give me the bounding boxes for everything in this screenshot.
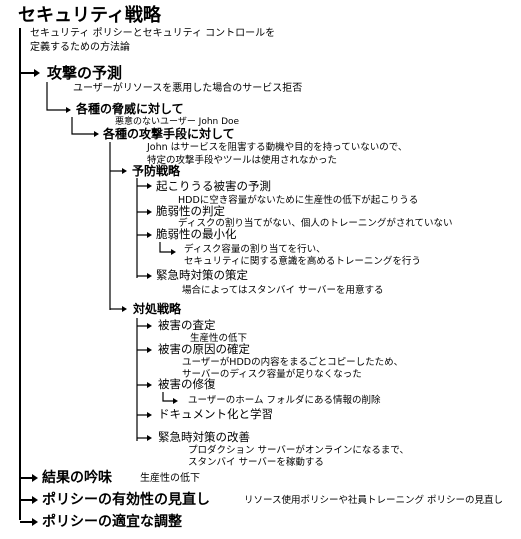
reactive-item-1: 被害の査定 [158, 318, 216, 332]
intro-line-1: セキュリティ ポリシーとセキュリティ コントロールを [30, 28, 276, 39]
proactive-item-3: 脆弱性の最小化 [156, 227, 237, 241]
attack-prediction-desc: ユーザーがリソースを悪用した場合のサービス拒否 [73, 83, 303, 94]
proactive-item-3-desc-2: セキュリティに関する意識を高めるトレーニングを行う [184, 256, 421, 267]
reactive-item-2: 被害の原因の確定 [158, 342, 250, 356]
reactive-item-3-desc: ユーザーのホーム フォルダにある情報の削除 [188, 395, 381, 406]
policy-effectiveness-note: リソース使用ポリシーや社員トレーニング ポリシーの見直し [244, 495, 504, 506]
threats-desc: 悪意のないユーザー John Doe [115, 117, 240, 127]
proactive-heading: 予防戦略 [132, 164, 181, 178]
policy-effectiveness-heading: ポリシーの有効性の見直し [42, 492, 210, 508]
proactive-item-3-desc-1: ディスク容量の割り当てを行い、 [184, 244, 326, 255]
reactive-item-5-desc-2: スタンバイ サーバーを稼動する [188, 457, 324, 468]
attack-prediction-heading: 攻撃の予測 [47, 64, 123, 82]
proactive-item-2: 脆弱性の判定 [156, 204, 225, 218]
intro-line-2: 定義するための方法論 [30, 42, 130, 53]
proactive-item-1-desc: HDDに空き容量がないために生産性の低下が起こりうる [178, 195, 419, 206]
policy-adjust-heading: ポリシーの適宜な調整 [42, 514, 182, 530]
reactive-item-2-desc-1: ユーザーがHDDの内容をまるごとコピーしたため、 [182, 357, 404, 368]
reactive-heading: 対処戦略 [133, 302, 182, 316]
proactive-item-2-desc: ディスクの割り当てがない、個人のトレーニングがされていない [178, 218, 453, 229]
reactive-item-1-desc: 生産性の低下 [190, 333, 248, 344]
page-title: セキュリティ戦略 [18, 5, 161, 26]
proactive-item-4-desc: 場合によってはスタンバイ サーバーを用意する [182, 285, 384, 296]
reactive-item-5-desc-1: プロダクション サーバーがオンラインになるまで、 [188, 445, 410, 456]
methods-heading: 各種の攻撃手段に対して [103, 127, 235, 141]
proactive-item-4: 緊急時対策の策定 [156, 268, 248, 282]
threats-heading: 各種の脅威に対して [76, 102, 184, 116]
methods-desc-1: John はサービスを阻害する動機や目的を持っていないので、 [147, 142, 408, 153]
results-heading: 結果の吟味 [42, 470, 112, 486]
proactive-item-1: 起こりうる被害の予測 [156, 179, 271, 193]
reactive-item-3: 被害の修復 [158, 377, 216, 391]
reactive-item-4: ドキュメント化と学習 [158, 407, 273, 421]
results-note: 生産性の低下 [140, 473, 200, 484]
methods-desc-2: 特定の攻撃手段やツールは使用されなかった [147, 155, 338, 166]
reactive-item-2-desc-2: サーバーのディスク容量が足りなくなった [182, 369, 362, 380]
reactive-item-5: 緊急時対策の改善 [158, 430, 250, 444]
